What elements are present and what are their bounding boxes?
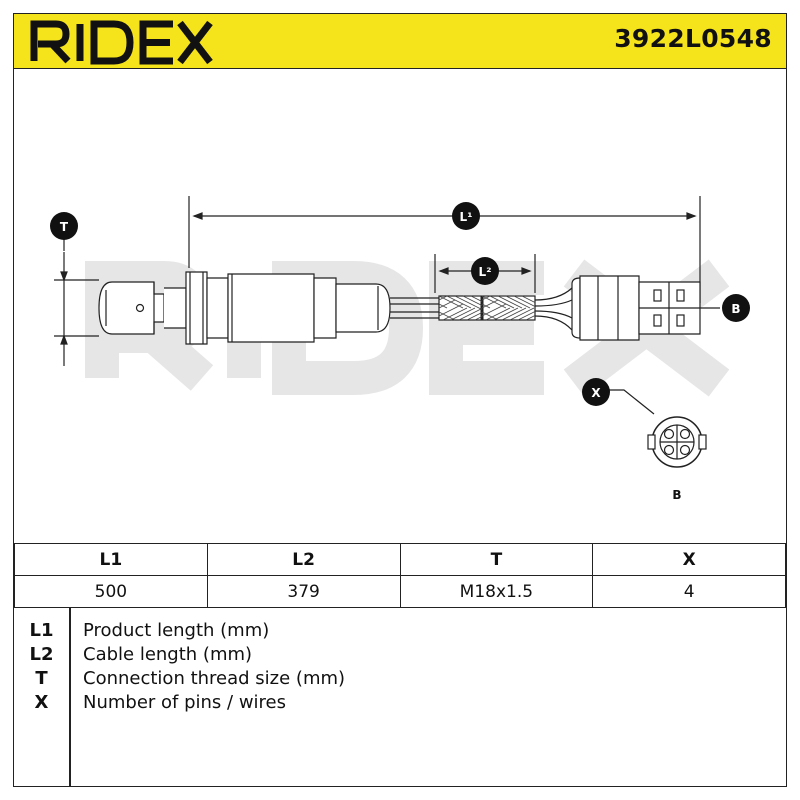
spec-header-x: X [592, 543, 786, 576]
svg-text:T: T [60, 220, 69, 234]
spec-header-row: L1 L2 T X [14, 543, 786, 576]
braided-sleeve [438, 295, 536, 321]
spec-value-t: M18x1.5 [399, 575, 594, 608]
legend-code: L2 [29, 644, 54, 665]
spec-table: L1 L2 T X 500 379 M18x1.5 4 [14, 543, 786, 608]
spec-header-l2: L2 [206, 543, 401, 576]
part-number: 3922L0548 [614, 24, 772, 53]
legend-item: X Number of pins / wires [14, 692, 786, 716]
svg-text:L²: L² [479, 265, 492, 279]
legend-description: Cable length (mm) [83, 644, 253, 665]
header-bar: 3922L0548 [14, 14, 786, 69]
marker-l1: L¹ [452, 202, 480, 230]
marker-t: T [50, 212, 78, 240]
spec-value-l2: 379 [206, 575, 401, 608]
legend-item: L1 Product length (mm) [14, 620, 786, 644]
legend-description: Number of pins / wires [83, 692, 287, 713]
spec-value-x: 4 [592, 575, 786, 608]
marker-l2: L² [471, 257, 499, 285]
spec-value-row: 500 379 M18x1.5 4 [14, 575, 786, 608]
spec-header-t: T [399, 543, 594, 576]
legend-item: L2 Cable length (mm) [14, 644, 786, 668]
spec-header-l1: L1 [14, 543, 208, 576]
legend-divider [69, 607, 71, 786]
svg-text:B: B [731, 302, 740, 316]
legend-code: X [34, 692, 49, 713]
product-drawing: T L¹ L² B X B [14, 68, 788, 544]
legend-code: T [35, 668, 48, 689]
marker-b: B [722, 294, 750, 322]
legend-code: L1 [29, 620, 54, 641]
connector-label: B [672, 488, 681, 502]
product-sheet: 3922L0548 [13, 13, 787, 787]
legend-item: T Connection thread size (mm) [14, 668, 786, 692]
svg-text:X: X [591, 386, 601, 400]
spec-value-l1: 500 [14, 575, 208, 608]
legend-description: Product length (mm) [83, 620, 270, 641]
legend: L1 Product length (mm) L2 Cable length (… [14, 607, 786, 786]
legend-description: Connection thread size (mm) [83, 668, 346, 689]
marker-x: X [582, 378, 610, 406]
brand-logo [30, 20, 213, 65]
svg-text:L¹: L¹ [460, 210, 473, 224]
